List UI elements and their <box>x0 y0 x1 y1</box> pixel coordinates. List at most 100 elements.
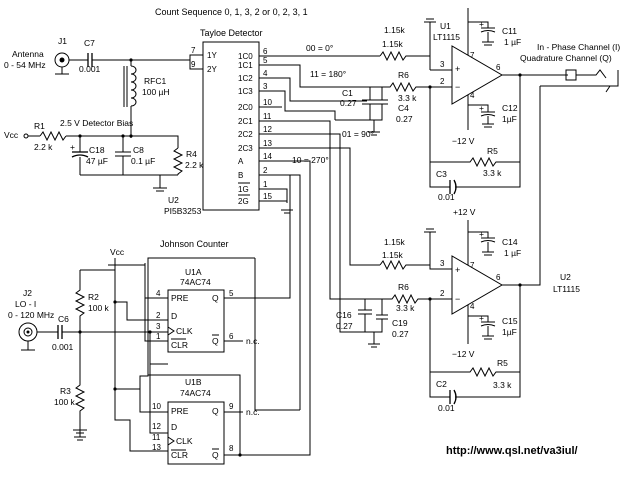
u1-part: LT1115 <box>433 32 460 42</box>
u1a-pre: PRE <box>171 293 189 303</box>
output-q-label: Quadrature Channel (Q) <box>520 53 612 63</box>
c4-ref: C4 <box>398 103 409 113</box>
r2-ref: R2 <box>88 292 99 302</box>
j1-ref: J1 <box>58 36 67 46</box>
diagram-title: Count Sequence 0, 1, 3, 2 or 0, 2, 3, 1 <box>155 7 308 17</box>
r-top1-value: 1.15k <box>384 25 406 35</box>
pin-label: 2C2 <box>238 130 253 139</box>
pin-label: 1C0 <box>238 52 253 61</box>
source-url: http://www.qsl.net/va3iul/ <box>446 445 578 457</box>
c7-value: 0.001 <box>79 64 101 74</box>
pin-label: 1Y <box>207 51 217 60</box>
r4-value: 2.2 k <box>185 160 204 170</box>
c3-ref: C3 <box>436 169 447 179</box>
vcc-label-johnson: Vcc <box>110 247 125 257</box>
r3-value: 100 k <box>54 397 76 407</box>
pin-label: B <box>238 171 243 180</box>
r4-ref: R4 <box>186 149 197 159</box>
u1a-part: 74AC74 <box>180 277 211 287</box>
pin-label: 2Y <box>207 65 217 74</box>
nc-u1a: n.c. <box>246 336 260 346</box>
resistor-top-1: 1.15k 1.15k <box>379 25 431 70</box>
pin-number: 10 <box>263 98 272 107</box>
svg-text:−: − <box>455 294 460 304</box>
c2-value: 0.01 <box>438 403 455 413</box>
c18-ref: C18 <box>89 145 105 155</box>
inductor-rfc1: RFC1 100 µH <box>123 60 170 138</box>
r6b-ref: R6 <box>398 282 409 292</box>
r-bot1-value: 1.15k <box>384 237 406 247</box>
u1a-d: D <box>171 311 177 321</box>
flipflop-u1b: U1B 74AC74 PRE D CLK CLR Q Q 10 12 11 13… <box>152 377 234 465</box>
c16-value: 0.27 <box>336 321 353 331</box>
c7-ref: C7 <box>84 38 95 48</box>
supply-neg-bottom: −12 V <box>452 349 475 359</box>
c19-value: 0.27 <box>392 329 409 339</box>
capacitor-c8: C8 0.1 µF <box>115 136 155 175</box>
resistor-r5-bottom: R5 3.3 k <box>430 358 520 390</box>
r6b-value: 3.3 k <box>396 303 415 313</box>
supply-pos-bottom: +12 V <box>453 207 476 217</box>
lo-range: 0 - 120 MHz <box>8 310 54 320</box>
svg-text:+: + <box>455 64 460 74</box>
u1b-qbar: Q <box>212 450 219 460</box>
c4-value: 0.27 <box>396 114 413 124</box>
u1a-pin3: 3 <box>156 322 161 331</box>
detector-ref: U2 <box>168 195 179 205</box>
u1b-pin11: 11 <box>152 433 161 442</box>
antenna-label: Antenna <box>12 49 44 59</box>
c6-value: 0.001 <box>52 342 74 352</box>
capacitor-c2: C2 0.01 <box>436 379 470 413</box>
pin-label: 2C0 <box>238 103 253 112</box>
detector-pin-1c1: 5 1C1 <box>238 56 275 70</box>
detector-pin-2y: 92Y <box>191 60 217 74</box>
u1a-pin6: 6 <box>229 332 234 341</box>
capacitor-c3: C3 0.01 <box>436 169 470 202</box>
resistor-r6-top: R6 3.3 k <box>370 70 440 103</box>
resistor-r2: R2 100 k <box>74 269 115 332</box>
pin-number: 4 <box>263 69 268 78</box>
nc-u1b: n.c. <box>246 407 260 417</box>
r1-ref: R1 <box>34 121 45 131</box>
c15-ref: C15 <box>502 316 518 326</box>
opamp-u1: + − U1 LT1115 3 2 7 4 6 <box>433 8 503 130</box>
u1a-pin4: 4 <box>156 289 161 298</box>
detector-pin-2c2: 12 2C2 <box>238 125 275 139</box>
detector-pin-1y: 71Y <box>191 46 217 60</box>
pin-number: 11 <box>263 112 272 121</box>
pin-label: 1C1 <box>238 61 253 70</box>
r5-value: 3.3 k <box>483 168 502 178</box>
capacitor-c18: + C18 47 µF <box>70 136 108 175</box>
pin-number: 15 <box>263 192 272 201</box>
pin-number: 13 <box>263 139 272 148</box>
c15-value: 1µF <box>502 327 517 337</box>
capacitor-c14: + C14 1 µF <box>468 229 521 258</box>
pin-label: 1C2 <box>238 74 253 83</box>
detector-pin-1c2: 4 1C2 <box>238 69 275 83</box>
c3-value: 0.01 <box>438 192 455 202</box>
detector-pin-b: 2B <box>238 166 275 180</box>
lo-label: LO - I <box>15 299 36 309</box>
capacitor-c19: C19 0.27 <box>339 286 409 339</box>
capacitor-c16: C16 0.27 <box>336 299 372 332</box>
pin-label: 1C3 <box>238 87 253 96</box>
u2-part: LT1115 <box>553 284 580 294</box>
capacitor-c12: + C12 1µF <box>468 103 518 128</box>
c12-ref: C12 <box>502 103 518 113</box>
u1b-pin9: 9 <box>229 402 234 411</box>
state-90deg: 01 = 90° <box>342 129 374 139</box>
r-bot2-value: 1.15k <box>382 250 404 260</box>
pin-label: 2C3 <box>238 144 253 153</box>
antenna-range: 0 - 54 MHz <box>4 60 46 70</box>
pin-number: 12 <box>263 125 272 134</box>
svg-text:+: + <box>455 265 460 275</box>
r2-value: 100 k <box>88 303 110 313</box>
pin-number: 1 <box>263 180 268 189</box>
r3-ref: R3 <box>60 386 71 396</box>
r6-value: 3.3 k <box>398 93 417 103</box>
capacitor-c4: C4 0.27 <box>335 87 413 124</box>
pin-number: 5 <box>263 56 268 65</box>
detector-name: Tayloe Detector <box>200 28 263 38</box>
